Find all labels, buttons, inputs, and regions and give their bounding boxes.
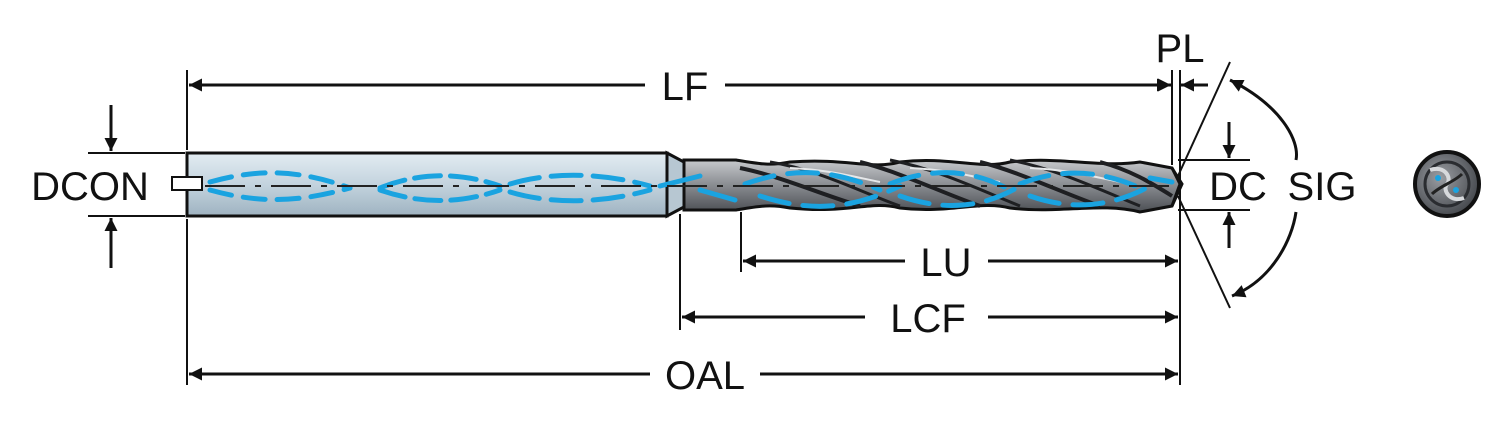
pl-dimension: PL [1140, 27, 1208, 92]
drill-shank [171, 150, 686, 219]
sig-dimension: SIG [1229, 78, 1357, 298]
dc-label: DC [1209, 165, 1267, 209]
lf-dimension: LF [189, 65, 1170, 109]
lcf-label: LCF [890, 297, 966, 341]
oal-label: OAL [665, 354, 745, 398]
dc-dimension: DC [1209, 122, 1267, 248]
pl-label: PL [1156, 27, 1205, 71]
lf-label: LF [662, 65, 709, 109]
dcon-dimension: DCON [31, 105, 149, 268]
extension-lines [88, 61, 1250, 385]
lu-label: LU [920, 241, 971, 285]
oal-dimension: OAL [189, 354, 1178, 398]
drill-end-view-icon [1413, 150, 1481, 218]
lcf-dimension: LCF [682, 297, 1178, 341]
lu-dimension: LU [743, 241, 1178, 285]
sig-label: SIG [1288, 165, 1357, 209]
coolant-channels [207, 170, 1175, 209]
dcon-label: DCON [31, 165, 149, 209]
